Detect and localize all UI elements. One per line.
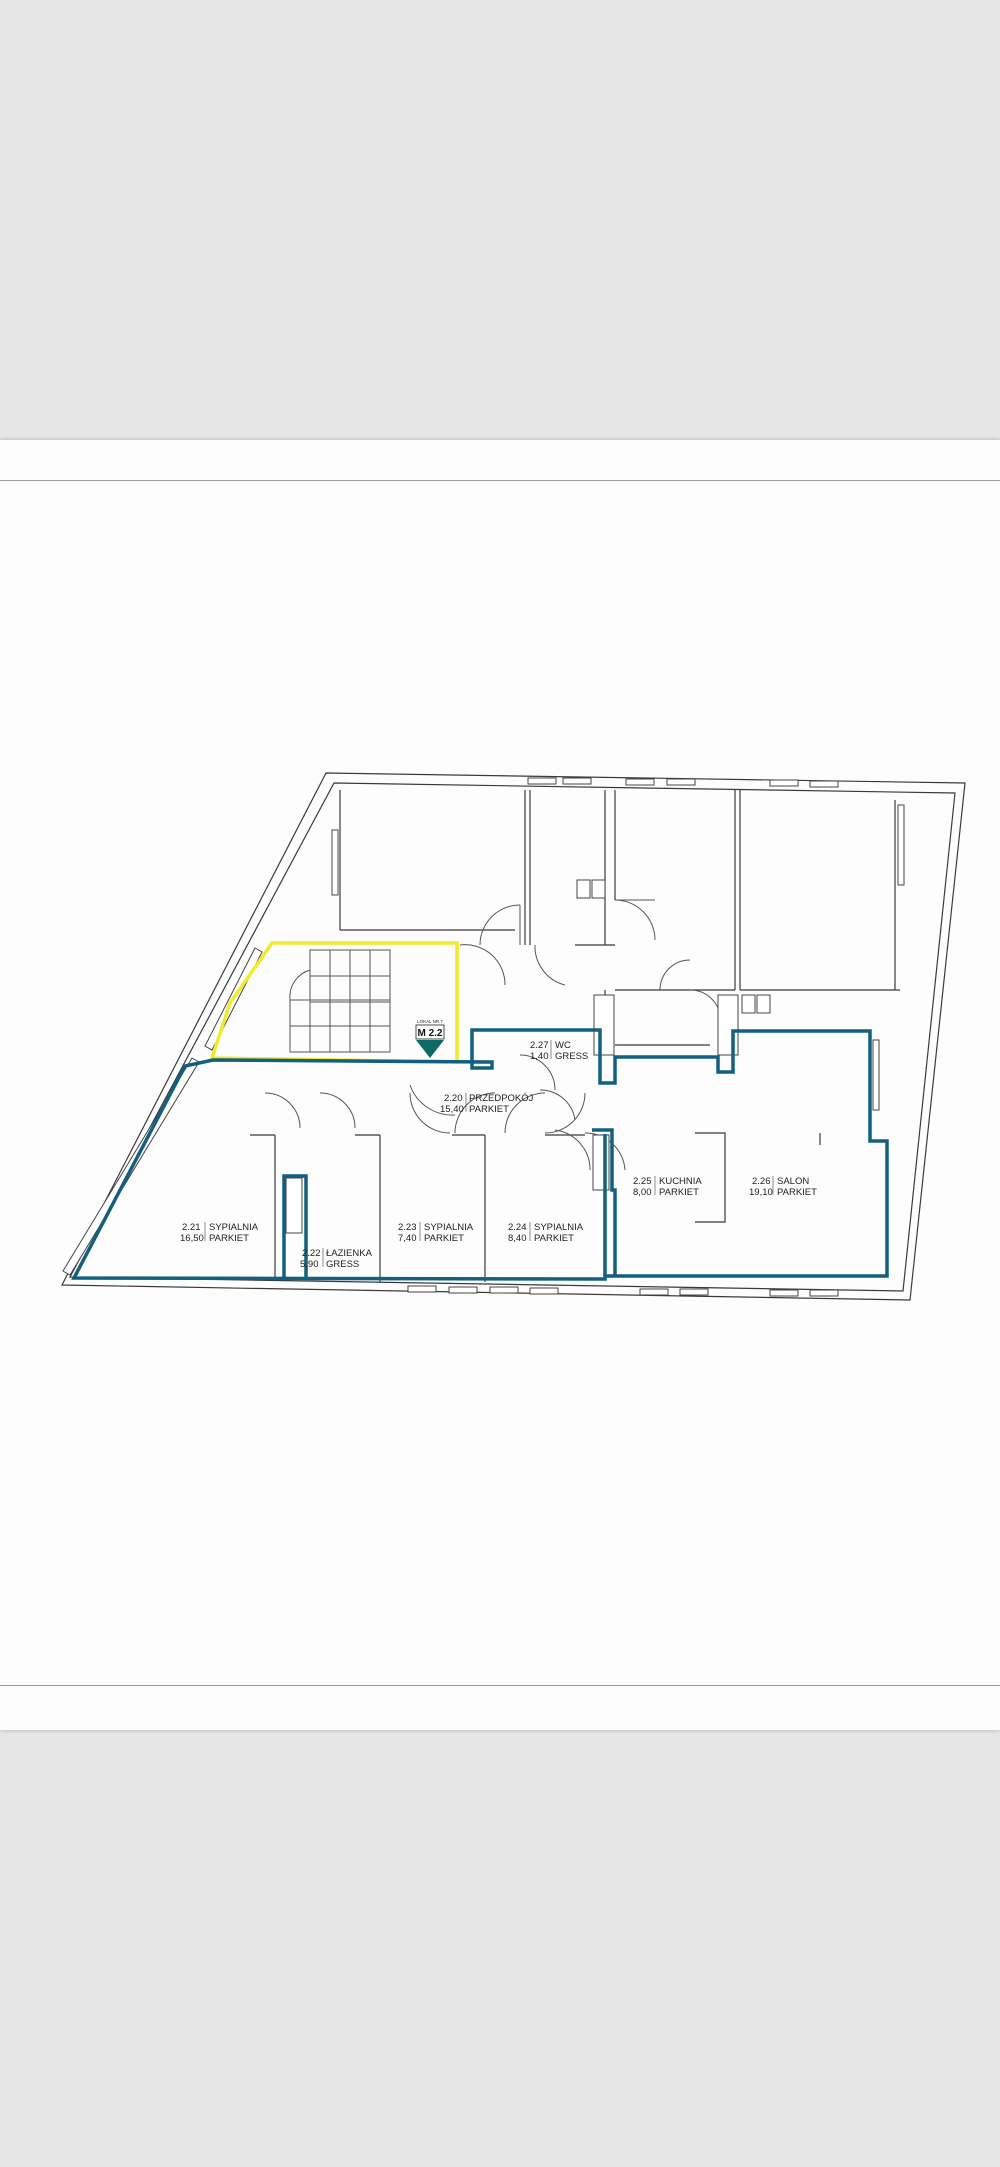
room-area: 5,90 xyxy=(300,1259,319,1270)
room-number: 2.23 xyxy=(398,1222,417,1233)
room-area: 7,40 xyxy=(398,1233,417,1244)
room-floor: GRESS xyxy=(326,1259,359,1270)
room-label-2-23: 2.23 SYPIALNIA 7,40 PARKIET xyxy=(398,1222,474,1244)
room-label-2-27: 2.27 WC 1,40 GRESS xyxy=(530,1040,588,1062)
room-label-2-26: 2.26 SALON 19,10 PARKIET xyxy=(749,1176,817,1198)
room-number: 2.25 xyxy=(633,1176,652,1187)
document-page xyxy=(0,440,1000,1730)
badge-caption: LOKAL NR.7 xyxy=(417,1019,443,1024)
room-label-2-21: 2.21 SYPIALNIA 16,50 PARKIET xyxy=(180,1222,259,1244)
room-label-2-24: 2.24 SYPIALNIA 8,40 PARKIET xyxy=(508,1222,584,1244)
apartment-inner-walls xyxy=(282,1128,617,1278)
room-name: SYPIALNIA xyxy=(209,1222,259,1233)
room-floor: PARKIET xyxy=(209,1233,249,1244)
page-bottom-rule xyxy=(0,1685,1000,1686)
room-number: 2.26 xyxy=(752,1176,771,1187)
door-swings xyxy=(264,899,721,1171)
room-number: 2.20 xyxy=(444,1093,463,1104)
room-area: 15,40 xyxy=(440,1104,464,1115)
room-name: SALON xyxy=(777,1176,809,1187)
room-area: 1,40 xyxy=(530,1051,549,1062)
page-top-rule xyxy=(0,480,1000,481)
badge-code: M 2.2 xyxy=(417,1028,442,1039)
room-floor: PARKIET xyxy=(424,1233,464,1244)
badge-marker-icon xyxy=(416,1040,444,1058)
room-floor: GRESS xyxy=(555,1051,588,1062)
apartment-outline xyxy=(71,1028,889,1281)
room-label-2-20: 2.20 PRZEDPOKÓJ 15,40 PARKIET xyxy=(440,1093,534,1115)
room-floor: PARKIET xyxy=(777,1187,817,1198)
room-name: SYPIALNIA xyxy=(534,1222,584,1233)
building-walls xyxy=(61,772,966,1301)
room-name: PRZEDPOKÓJ xyxy=(469,1093,534,1104)
staircase xyxy=(289,949,391,1053)
badge-box xyxy=(415,1024,445,1040)
room-name: SYPIALNIA xyxy=(424,1222,474,1233)
room-area: 8,40 xyxy=(508,1233,527,1244)
room-floor: PARKIET xyxy=(534,1233,574,1244)
room-floor: PARKIET xyxy=(659,1187,699,1198)
room-floor: PARKIET xyxy=(469,1104,509,1115)
room-label-2-25: 2.25 KUCHNIA 8,00 PARKIET xyxy=(633,1176,702,1198)
room-number: 2.27 xyxy=(530,1040,549,1051)
room-name: KUCHNIA xyxy=(659,1176,702,1187)
unit-badge: LOKAL NR.7 M 2.2 xyxy=(415,1019,445,1058)
room-area: 8,00 xyxy=(633,1187,652,1198)
room-area: 19,10 xyxy=(749,1187,773,1198)
windows xyxy=(62,777,905,1297)
room-label-2-22: 2.22 ŁAZIENKA 5,90 GRESS xyxy=(300,1248,373,1270)
room-number: 2.21 xyxy=(182,1222,201,1233)
room-number: 2.24 xyxy=(508,1222,527,1233)
room-number: 2.22 xyxy=(302,1248,321,1259)
room-name: WC xyxy=(555,1040,571,1051)
room-name: ŁAZIENKA xyxy=(326,1248,373,1259)
room-area: 16,50 xyxy=(180,1233,204,1244)
